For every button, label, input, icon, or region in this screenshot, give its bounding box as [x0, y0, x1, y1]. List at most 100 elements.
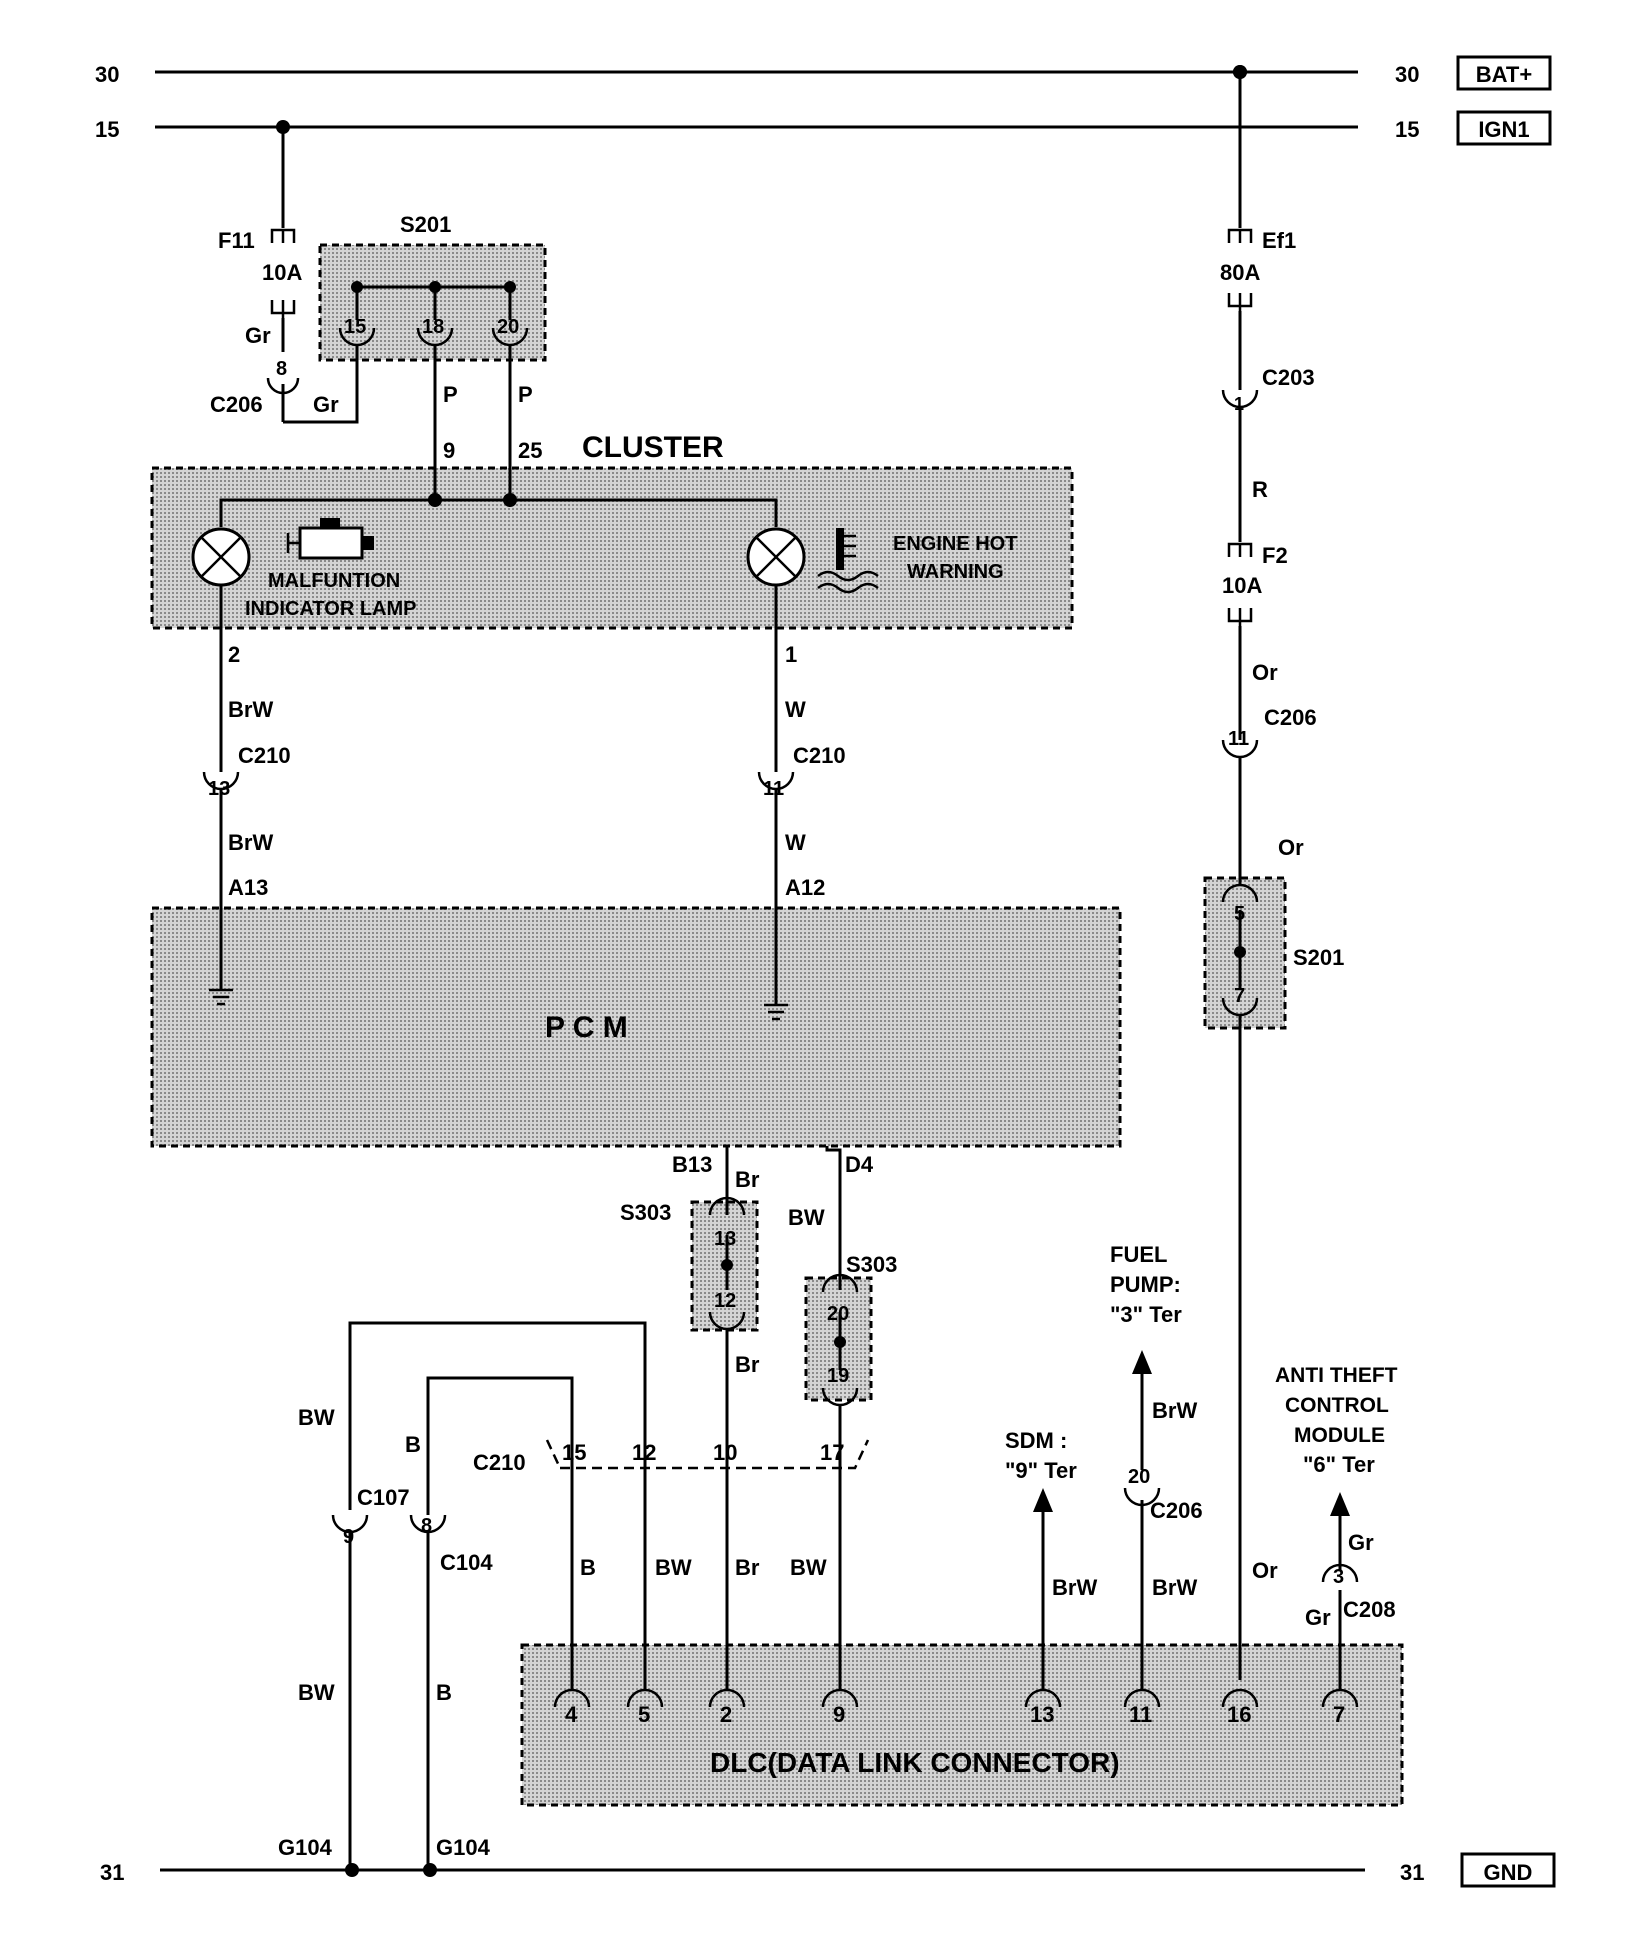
s303-right-pin-19: 19: [827, 1365, 849, 1387]
wire-color-brw-1: BrW: [228, 697, 273, 722]
wire-color-bw-4: BW: [655, 1555, 692, 1580]
ign-rail-number-right: 15: [1395, 117, 1419, 142]
gnd-rail-number-left: 31: [100, 1860, 124, 1885]
dlc-pin-connectors: [553, 1688, 1359, 1708]
wire-c104-to-dlc4: [426, 1376, 574, 1690]
wire-color-p-1: P: [443, 382, 458, 407]
gnd-rail: [160, 1863, 1365, 1877]
c210-connector: [545, 1439, 870, 1470]
gnd-rail-number-right: 31: [1400, 1860, 1424, 1885]
c206-pin-8: 8: [276, 358, 287, 380]
wire-dlc11-to-fuel-pump: [1123, 1350, 1161, 1690]
s201-pin-15: 15: [344, 316, 366, 338]
c206-label-a: C206: [210, 392, 263, 417]
fuel-pump-label-line3: "3" Ter: [1110, 1302, 1182, 1327]
dlc-title: DLC(DATA LINK CONNECTOR): [710, 1747, 1120, 1778]
wire-dlc13-to-sdm: [1033, 1488, 1053, 1690]
dlc-pin-11: 11: [1129, 1702, 1152, 1727]
c104-connector: [409, 1514, 447, 1870]
wire-pcm-b13: [708, 1146, 746, 1690]
right-power-branch: [1221, 65, 1259, 1680]
fuel-pump-label-line2: PUMP:: [1110, 1272, 1181, 1297]
dlc-pin-5: 5: [638, 1702, 650, 1727]
f11-fuse: [270, 127, 296, 352]
c210-pin-17: 17: [820, 1440, 844, 1465]
wire-color-br-2: Br: [735, 1352, 760, 1377]
wire-color-brw-4: BrW: [1152, 1398, 1197, 1423]
f11-label: F11: [218, 228, 255, 253]
s303-right-label: S303: [846, 1252, 897, 1277]
c210-pin-11: 11: [763, 778, 784, 800]
bat-rail-number-left: 30: [95, 62, 119, 87]
c206-label-b: C206: [1264, 705, 1317, 730]
g104-label-a: G104: [278, 1835, 333, 1860]
wire-color-p-2: P: [518, 382, 533, 407]
wire-dlc7-to-atcm: [1321, 1492, 1359, 1690]
c206-pin8-connector: [266, 356, 359, 424]
wire-color-br-1: Br: [735, 1167, 760, 1192]
wire-color-w-1: W: [785, 697, 806, 722]
f2-label: F2: [1262, 543, 1288, 568]
wire-color-b-3: B: [580, 1555, 596, 1580]
pcm-box: [150, 906, 1122, 1148]
c210-label-b: C210: [793, 743, 846, 768]
bat-rail-number-right: 30: [1395, 62, 1419, 87]
ign-tag: IGN1: [1478, 117, 1529, 142]
s201-pin-20: 20: [497, 316, 519, 338]
c210-label-c: C210: [473, 1450, 526, 1475]
c208-pin-3: 3: [1333, 1566, 1344, 1588]
s201-splice: [338, 281, 529, 500]
s303-left-label: S303: [620, 1200, 671, 1225]
dlc-pin-16: 16: [1227, 1702, 1251, 1727]
c104-pin-8: 8: [421, 1515, 432, 1537]
c210-pin-15: 15: [562, 1440, 586, 1465]
c203-pin-1: 1: [1234, 394, 1244, 414]
atcm-label-line1: ANTI THEFT: [1275, 1364, 1398, 1387]
wire-color-bw-3: BW: [298, 1680, 335, 1705]
wire-pcm-d4: [821, 1146, 859, 1690]
pcm-pin-a13: A13: [228, 875, 268, 900]
c210-label-a: C210: [238, 743, 291, 768]
s303-left-pin-13: 13: [714, 1228, 736, 1250]
ign-rail-number-left: 15: [95, 117, 119, 142]
wire-color-gr-3: Gr: [1348, 1530, 1374, 1555]
wire-color-or-2: Or: [1278, 835, 1304, 860]
pcm-pin-d4: D4: [845, 1152, 874, 1177]
s303-right-pin-20: 20: [827, 1303, 849, 1325]
bat-tag: BAT+: [1476, 62, 1532, 87]
pcm-title: P C M: [545, 1011, 628, 1044]
s201-label: S201: [400, 212, 451, 237]
ign-rail: [155, 120, 1358, 134]
wire-color-gr-2: Gr: [313, 392, 339, 417]
gnd-tag: GND: [1484, 1860, 1533, 1885]
s201-pin-18: 18: [422, 316, 444, 338]
wire-color-br-3: Br: [735, 1555, 760, 1580]
bat-rail: [155, 65, 1358, 79]
gnd-tag-box: [1460, 1852, 1556, 1888]
c107-pin-9: 9: [343, 1526, 354, 1548]
mil-label-line1: MALFUNTION: [268, 570, 400, 592]
sdm-label-line1: SDM :: [1005, 1428, 1067, 1453]
atcm-label-line2: CONTROL: [1285, 1394, 1389, 1417]
cluster-bus: [219, 493, 778, 527]
dlc-pin-4: 4: [565, 1702, 578, 1727]
c210-pin-13: 13: [208, 778, 230, 800]
wire-color-gr-4: Gr: [1305, 1605, 1331, 1630]
dlc-box: [520, 1643, 1404, 1807]
dlc-pin-7: 7: [1333, 1702, 1345, 1727]
c208-label: C208: [1343, 1597, 1396, 1622]
pcm-pin-a12: A12: [785, 875, 825, 900]
wire-color-brw-2: BrW: [228, 830, 273, 855]
ign-tag-box: [1456, 110, 1552, 146]
wire-color-b-2: B: [436, 1680, 452, 1705]
pcm-pin-b13: B13: [672, 1152, 712, 1177]
wire-color-bw-2: BW: [298, 1405, 335, 1430]
c107-connector: [331, 1514, 369, 1870]
ef1-label: Ef1: [1262, 228, 1296, 253]
g104-label-b: G104: [436, 1835, 491, 1860]
dlc-pin-9: 9: [833, 1702, 845, 1727]
wire-color-bw-1: BW: [788, 1205, 825, 1230]
s303-left-pin-12: 12: [714, 1290, 736, 1312]
wire-color-b-1: B: [405, 1432, 421, 1457]
